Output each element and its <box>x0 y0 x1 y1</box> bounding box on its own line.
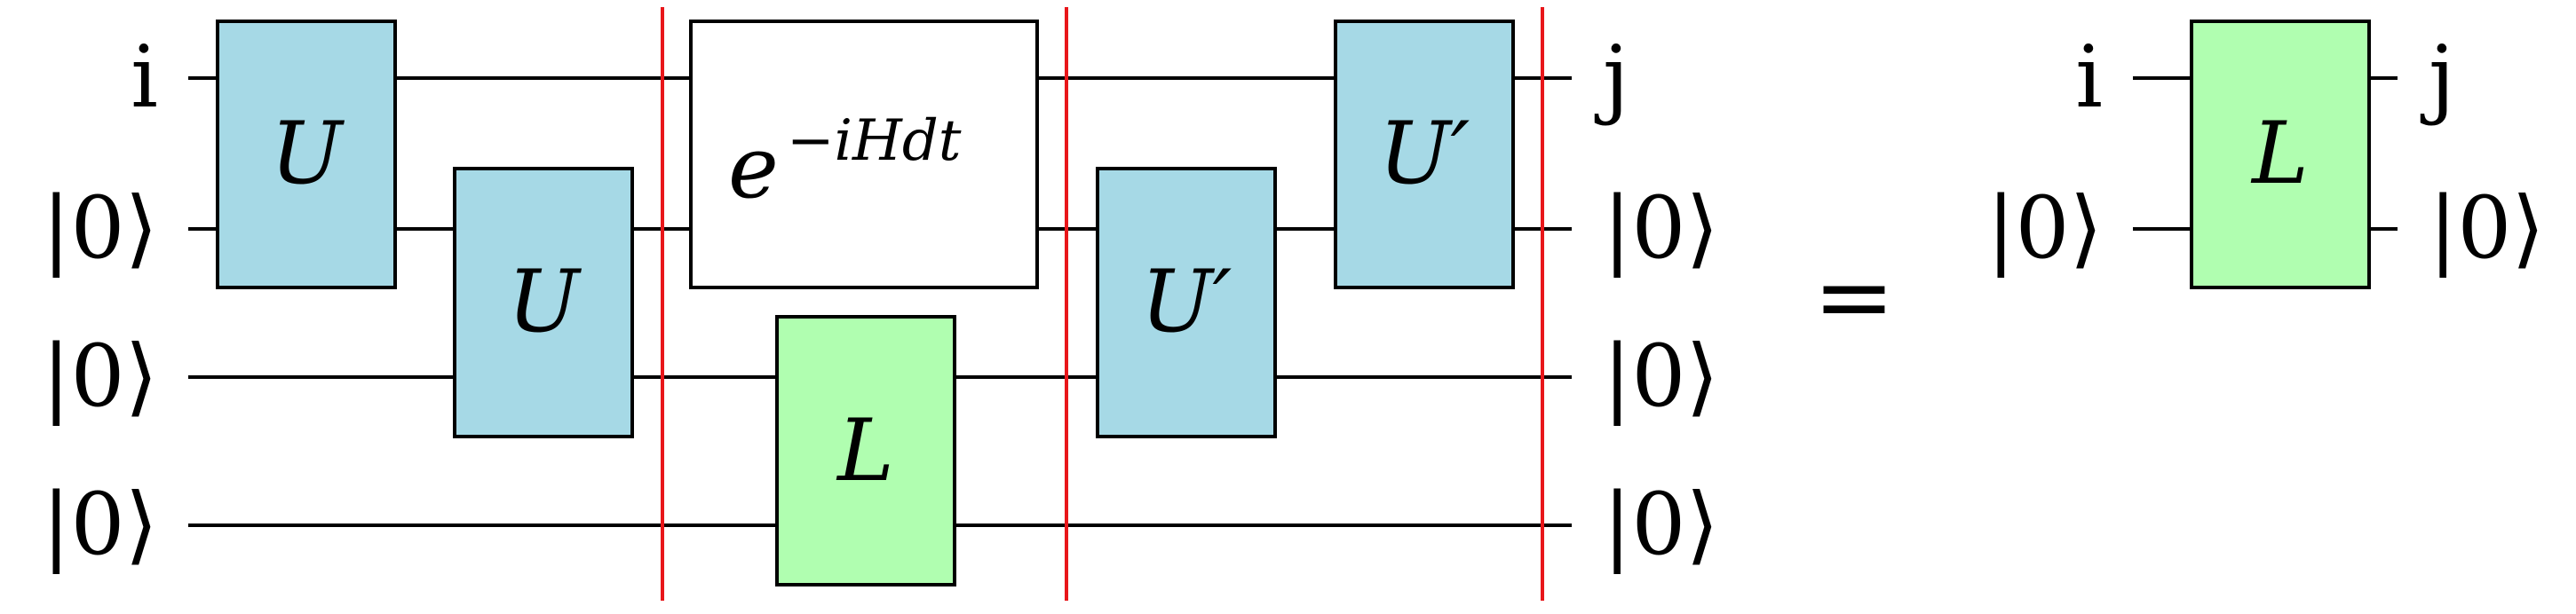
gate-exp-box <box>689 20 1039 289</box>
input-label-4: |0⟩ <box>42 475 158 574</box>
right-output-label-1: j <box>2420 28 2455 127</box>
right-gate-l-box <box>2190 20 2371 289</box>
gate-uprime-2: U′ <box>1334 20 1515 289</box>
right-circuit: i |0⟩ j |0⟩ L <box>1986 20 2545 289</box>
gate-exp-label: e −iHdt <box>728 108 962 217</box>
gate-uprime-1-label: U′ <box>1141 252 1233 351</box>
right-output-labels: j |0⟩ <box>2420 28 2545 278</box>
gate-uprime-2-box <box>1334 20 1515 289</box>
gate-u-1-label: U <box>271 104 345 203</box>
output-label-4: |0⟩ <box>1603 475 1719 574</box>
gate-l-box <box>775 315 956 586</box>
right-input-labels: i |0⟩ <box>1986 28 2103 278</box>
input-label-1: i <box>131 28 158 127</box>
gate-exp-base: e <box>728 118 779 217</box>
right-gate-l-label: L <box>2250 104 2309 203</box>
gate-uprime-1: U′ <box>1096 167 1277 438</box>
gate-u-2-label: U <box>508 252 583 351</box>
right-gate-l: L <box>2190 20 2371 289</box>
left-circuit: i |0⟩ |0⟩ |0⟩ j |0⟩ |0⟩ |0⟩ U <box>42 7 1719 601</box>
left-input-labels: i |0⟩ |0⟩ |0⟩ <box>42 28 158 574</box>
left-output-labels: j |0⟩ |0⟩ |0⟩ <box>1594 28 1719 574</box>
gate-l-label: L <box>836 401 894 500</box>
barriers <box>661 7 1544 601</box>
equals-sign: = <box>1813 240 1895 353</box>
gate-l: L <box>775 315 956 586</box>
gate-u-1-box <box>216 20 397 289</box>
gate-exp-exponent: −iHdt <box>787 108 962 174</box>
gate-u-2-box <box>453 167 634 438</box>
gate-u-1: U <box>216 20 397 289</box>
input-label-3: |0⟩ <box>42 327 158 426</box>
output-label-2: |0⟩ <box>1603 178 1719 278</box>
output-label-3: |0⟩ <box>1603 327 1719 426</box>
gate-uprime-1-box <box>1096 167 1277 438</box>
gate-uprime-2-label: U′ <box>1379 104 1470 203</box>
gate-u-2: U <box>453 167 634 438</box>
output-label-1: j <box>1594 28 1629 127</box>
right-output-label-2: |0⟩ <box>2429 178 2545 278</box>
gate-exp: e −iHdt <box>689 20 1039 289</box>
right-input-label-1: i <box>2075 28 2103 127</box>
right-input-label-2: |0⟩ <box>1986 178 2103 278</box>
input-label-2: |0⟩ <box>42 178 158 278</box>
